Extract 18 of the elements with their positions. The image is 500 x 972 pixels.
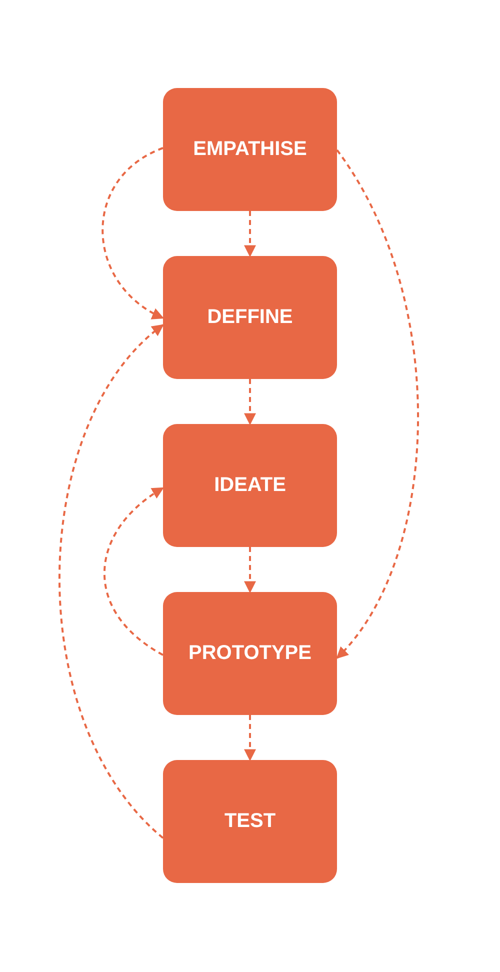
process-box <box>163 592 337 715</box>
dashed-arrow <box>336 149 419 659</box>
dashed-arrow <box>102 147 164 319</box>
process-box <box>163 760 337 883</box>
step-label: TEST <box>224 810 276 833</box>
process-box <box>163 88 337 211</box>
dashed-arrow <box>244 715 256 762</box>
dashed-arrow <box>244 211 256 258</box>
dashed-arrow <box>244 547 256 594</box>
process-box <box>163 424 337 547</box>
dashed-arrow <box>244 379 256 426</box>
step-label: EMPATHISE <box>193 138 307 161</box>
dashed-arrow <box>104 487 164 656</box>
step-label: IDEATE <box>214 474 286 497</box>
step-label: DEFFINE <box>207 306 293 329</box>
step-label: PROTOTYPE <box>188 642 312 665</box>
dashed-arrow <box>58 324 164 839</box>
process-box <box>163 256 337 379</box>
